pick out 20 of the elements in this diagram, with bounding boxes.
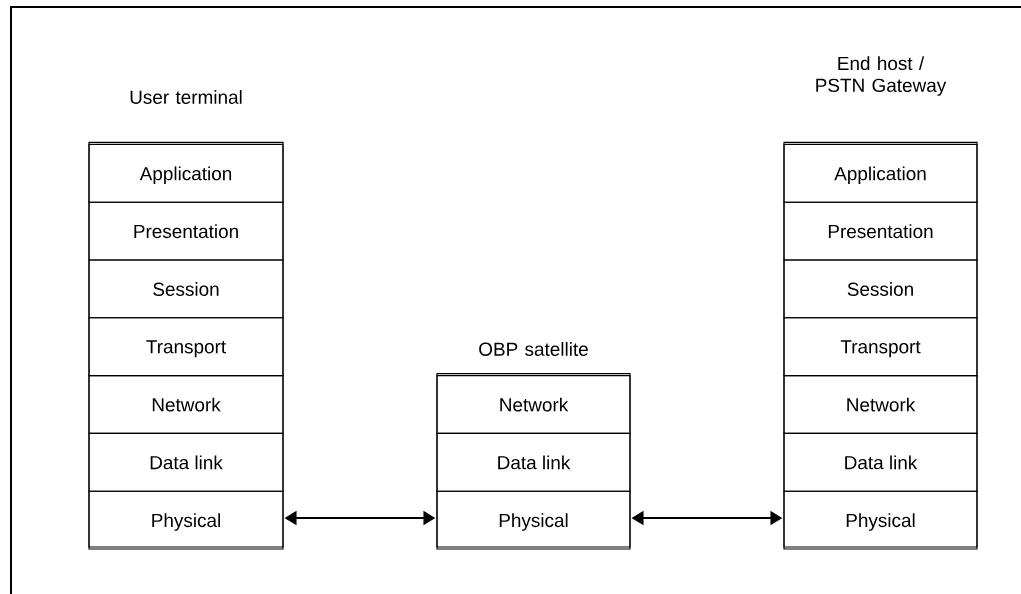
layer-box: Network [436,375,631,434]
layer-box: Application [88,143,284,203]
layer-box: Data link [436,432,631,492]
layer-box: Physical [436,490,631,550]
layer-box: Physical [783,490,978,550]
layer-box: Network [783,375,978,434]
layer-box: Transport [88,317,284,377]
layer-box: Session [88,259,284,319]
layer-box: Transport [783,317,978,377]
node-label: User terminal [130,90,242,104]
layer-box: Data link [783,432,978,492]
layer-box: Presentation [783,201,978,261]
layer-box: Application [783,143,978,203]
layer-box: Physical [88,490,284,550]
layer-box: Session [783,259,978,319]
layer-box: Presentation [88,201,284,261]
layer-box: Network [88,375,284,434]
layer-box: Data link [88,432,284,492]
node-label: End host / PSTN Gateway [816,56,947,96]
node-label: OBP satellite [479,342,588,356]
